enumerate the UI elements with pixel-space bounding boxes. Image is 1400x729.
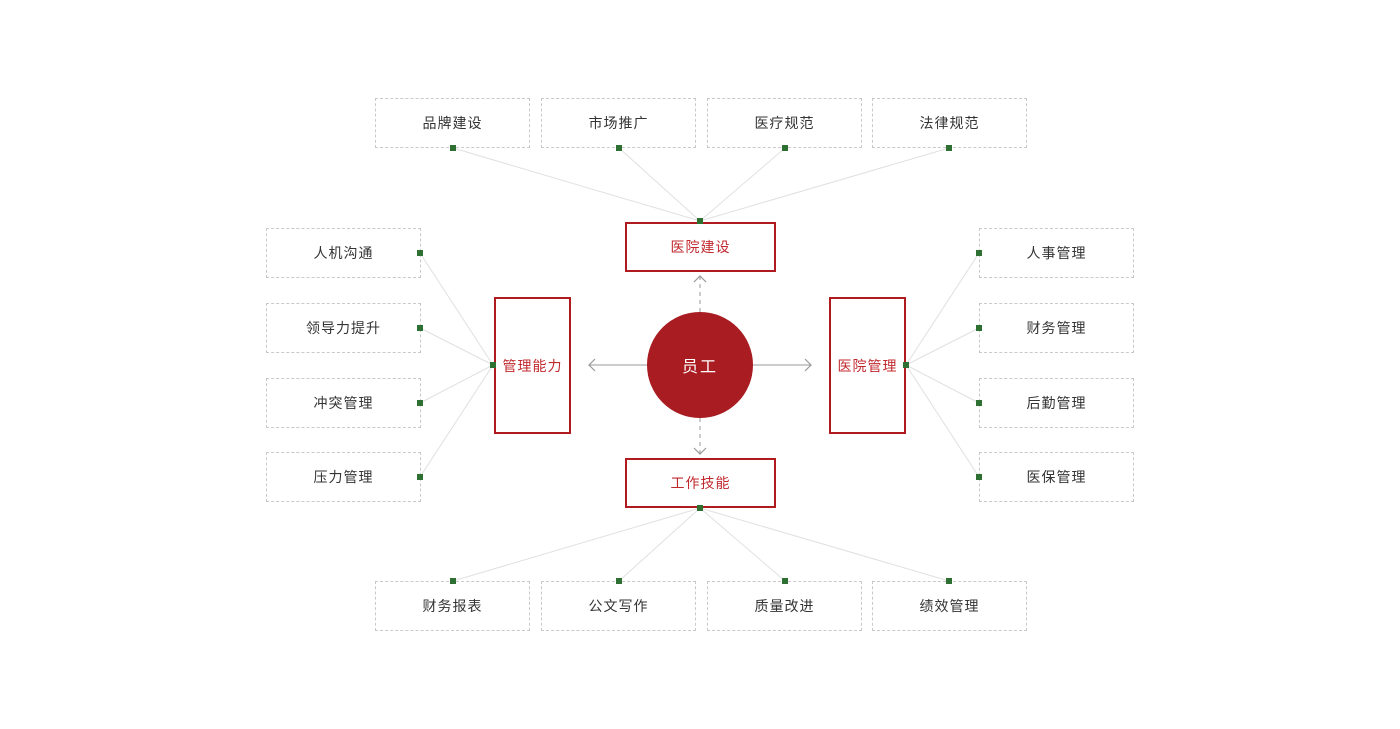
connector-dot-conflict-management: [417, 400, 423, 406]
connector-dot-quality-improvement: [782, 578, 788, 584]
connector-dot-work-skills: [697, 505, 703, 511]
connector-dot-performance-management: [946, 578, 952, 584]
link-market-promotion: [618, 147, 701, 222]
branch-node-label: 医院管理: [837, 357, 898, 374]
connector-dot-legal-standards: [946, 145, 952, 151]
leaf-node-label: 领导力提升: [306, 320, 381, 336]
leaf-node-label: 压力管理: [313, 469, 374, 485]
leaf-node-label: 绩效管理: [919, 598, 980, 614]
leaf-node-performance-management[interactable]: 绩效管理: [872, 581, 1027, 631]
leaf-node-label: 质量改进: [754, 598, 815, 614]
leaf-node-label: 医疗规范: [754, 115, 815, 131]
leaf-node-stress-management[interactable]: 压力管理: [266, 452, 421, 502]
link-official-writing: [618, 507, 701, 582]
connector-dot-human-machine-communication: [417, 250, 423, 256]
leaf-node-personnel-management[interactable]: 人事管理: [979, 228, 1134, 278]
connector-dot-official-writing: [616, 578, 622, 584]
leaf-node-brand-building[interactable]: 品牌建设: [375, 98, 530, 148]
leaf-node-label: 医保管理: [1026, 469, 1087, 485]
link-medical-standards: [699, 147, 786, 222]
leaf-node-label: 财务管理: [1026, 320, 1087, 336]
center-to-hospital-construction: [693, 275, 707, 312]
connector-dot-stress-management: [417, 474, 423, 480]
center-node-employee[interactable]: 员工: [647, 312, 753, 418]
leaf-node-logistics-management[interactable]: 后勤管理: [979, 378, 1134, 428]
leaf-node-legal-standards[interactable]: 法律规范: [872, 98, 1027, 148]
link-insurance-management: [905, 364, 980, 478]
link-conflict-management: [419, 364, 494, 404]
leaf-node-official-writing[interactable]: 公文写作: [541, 581, 696, 631]
link-legal-standards: [699, 147, 950, 222]
leaf-node-label: 市场推广: [588, 115, 649, 131]
branch-node-work-skills[interactable]: 工作技能: [625, 458, 776, 508]
center-to-hospital-management: [753, 358, 812, 372]
leaf-node-financial-management[interactable]: 财务管理: [979, 303, 1134, 353]
connector-dot-market-promotion: [616, 145, 622, 151]
link-quality-improvement: [699, 507, 786, 582]
link-performance-management: [699, 507, 950, 582]
leaf-node-quality-improvement[interactable]: 质量改进: [707, 581, 862, 631]
leaf-node-conflict-management[interactable]: 冲突管理: [266, 378, 421, 428]
leaf-node-label: 品牌建设: [422, 115, 483, 131]
connector-dot-insurance-management: [976, 474, 982, 480]
leaf-node-label: 人事管理: [1026, 245, 1087, 261]
connector-dot-leadership-enhancement: [417, 325, 423, 331]
branch-node-label: 管理能力: [502, 357, 563, 374]
branch-node-label: 医院建设: [670, 239, 731, 255]
leaf-node-label: 财务报表: [422, 598, 483, 614]
leaf-node-label: 人机沟通: [313, 245, 374, 261]
branch-node-hospital-management[interactable]: 医院管理: [829, 297, 906, 434]
leaf-node-insurance-management[interactable]: 医保管理: [979, 452, 1134, 502]
center-to-work-skills: [693, 418, 707, 455]
leaf-node-label: 公文写作: [588, 598, 649, 614]
connector-dot-logistics-management: [976, 400, 982, 406]
link-human-machine-communication: [419, 252, 494, 366]
connector-dot-hospital-construction: [697, 218, 703, 224]
branch-node-label: 工作技能: [670, 475, 731, 491]
leaf-node-human-machine-communication[interactable]: 人机沟通: [266, 228, 421, 278]
leaf-node-label: 法律规范: [919, 115, 980, 131]
connector-dot-hospital-management: [903, 362, 909, 368]
leaf-node-leadership-enhancement[interactable]: 领导力提升: [266, 303, 421, 353]
branch-node-management-ability[interactable]: 管理能力: [494, 297, 571, 434]
link-stress-management: [419, 364, 494, 478]
branch-node-hospital-construction[interactable]: 医院建设: [625, 222, 776, 272]
connector-dot-medical-standards: [782, 145, 788, 151]
leaf-node-label: 后勤管理: [1026, 395, 1087, 411]
link-brand-building: [452, 147, 701, 222]
connector-dot-personnel-management: [976, 250, 982, 256]
connector-dot-financial-statements: [450, 578, 456, 584]
leaf-node-label: 冲突管理: [313, 395, 374, 411]
center-node-label: 员工: [681, 359, 718, 376]
connector-dot-financial-management: [976, 325, 982, 331]
link-personnel-management: [905, 252, 980, 366]
link-logistics-management: [905, 364, 980, 404]
link-financial-management: [905, 327, 980, 366]
connector-dot-management-ability: [490, 362, 496, 368]
leaf-node-financial-statements[interactable]: 财务报表: [375, 581, 530, 631]
leaf-node-medical-standards[interactable]: 医疗规范: [707, 98, 862, 148]
link-leadership-enhancement: [419, 327, 494, 366]
link-financial-statements: [452, 507, 701, 582]
center-to-management-ability: [588, 358, 647, 372]
leaf-node-market-promotion[interactable]: 市场推广: [541, 98, 696, 148]
connector-dot-brand-building: [450, 145, 456, 151]
